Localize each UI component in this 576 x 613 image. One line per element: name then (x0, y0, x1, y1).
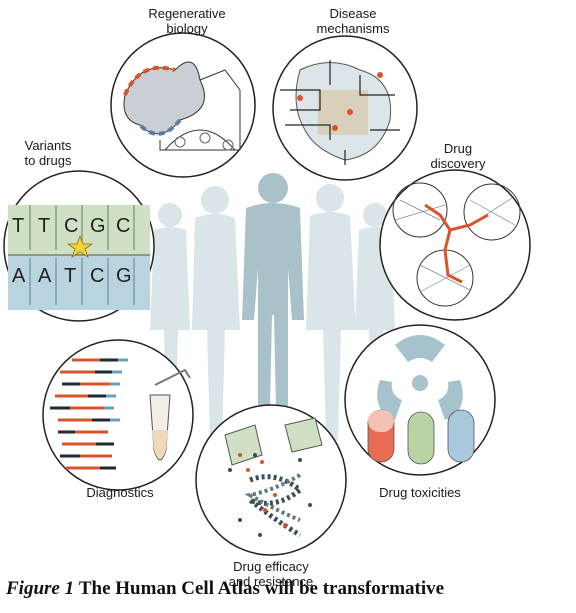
label-diagnostics: Diagnostics (86, 485, 154, 500)
panel-drug-discovery (379, 169, 531, 321)
topic-labels: Regenerative biology Disease mechanisms … (25, 6, 486, 589)
dna-bottom-letter: A (12, 265, 26, 287)
label-disease-line1: Disease (330, 6, 377, 21)
caption-text: The Human Cell Atlas will be transformat… (78, 578, 445, 599)
background-figures (150, 184, 395, 440)
dna-top-letters: T T C G C (12, 215, 130, 237)
central-figure (242, 173, 304, 410)
label-discovery-line2: discovery (431, 156, 486, 171)
dna-bottom-letters: A A T C G (12, 265, 132, 287)
label-regenerative-line1: Regenerative (148, 6, 225, 21)
panel-diagnostics (42, 339, 194, 491)
panel-drug-efficacy (195, 404, 347, 556)
label-discovery-line1: Drug (444, 141, 472, 156)
dna-top-letter: T (12, 215, 24, 237)
label-variants-line2: to drugs (25, 153, 72, 168)
panel-regenerative-biology (110, 32, 256, 178)
panel-drug-toxicities (344, 324, 496, 476)
dna-bottom-letter: C (90, 265, 104, 287)
caption-prefix: Figure 1 (6, 578, 75, 599)
dna-bottom-letter: G (116, 265, 132, 287)
dna-top-letter: C (116, 215, 130, 237)
panel-variants-to-drugs (3, 170, 155, 322)
label-regenerative-line2: biology (166, 21, 208, 36)
dna-bottom-letter: A (38, 265, 52, 287)
dna-top-letter: G (90, 215, 106, 237)
figure-caption: Figure 1 The Human Cell Atlas will be tr… (6, 578, 576, 608)
dna-top-letter: C (64, 215, 78, 237)
label-efficacy-line2: and resistance (229, 574, 314, 589)
label-efficacy-line1: Drug efficacy (233, 559, 309, 574)
dna-top-letter: T (38, 215, 50, 237)
label-disease-line2: mechanisms (317, 21, 390, 36)
label-toxicities: Drug toxicities (379, 485, 461, 500)
panel-disease-mechanisms (272, 35, 418, 181)
label-variants-line1: Variants (25, 138, 72, 153)
dna-bottom-letter: T (64, 265, 76, 287)
